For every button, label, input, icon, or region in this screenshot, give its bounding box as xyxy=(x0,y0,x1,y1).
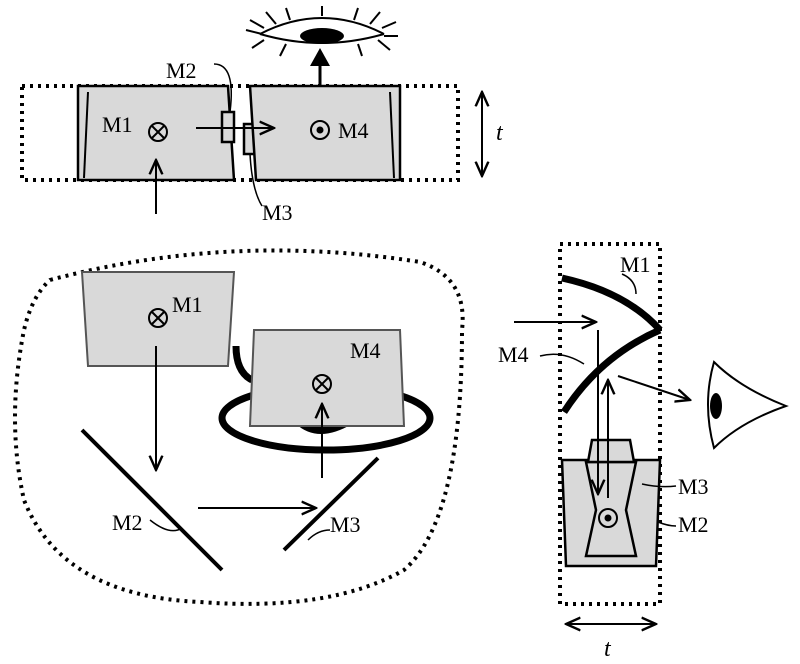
top-label-m2: M2 xyxy=(166,58,197,83)
right-m3-leader xyxy=(641,483,677,488)
left-label-m1: M1 xyxy=(172,292,203,317)
left-m3-leader xyxy=(307,529,331,541)
top-m4-block xyxy=(248,84,402,182)
right-m1-curve xyxy=(561,274,663,333)
right-label-m3: M3 xyxy=(678,474,709,499)
left-frame xyxy=(13,248,465,606)
right-eye-icon xyxy=(707,360,789,450)
top-output-arrowhead xyxy=(310,48,330,66)
right-label-m2: M2 xyxy=(678,512,709,537)
left-view: M1 M4 M2 M3 xyxy=(13,248,465,606)
top-view: M1 M4 M2 M3 t xyxy=(20,6,504,225)
left-m4-hook xyxy=(232,345,254,384)
right-m4-curve xyxy=(561,326,662,414)
top-m2-leader xyxy=(213,63,232,113)
top-label-m1: M1 xyxy=(102,112,133,137)
top-frame xyxy=(20,84,460,182)
right-view: M1 M4 M3 M2 t xyxy=(498,242,789,662)
top-m3-leader xyxy=(249,153,263,207)
right-output-arrow xyxy=(617,375,690,400)
left-m1-cross-circle-icon xyxy=(148,308,168,328)
left-m2-leader xyxy=(149,519,183,532)
left-m2-mirror xyxy=(80,428,224,572)
top-cross-circle-icon xyxy=(148,122,168,142)
top-label-t: t xyxy=(496,120,504,146)
top-eye-icon xyxy=(245,6,398,57)
right-frame xyxy=(558,242,662,606)
left-m4-cross-circle-icon xyxy=(312,374,332,394)
left-m3-mirror xyxy=(282,456,380,552)
left-label-m2: M2 xyxy=(112,510,143,535)
top-dot-circle-icon xyxy=(310,120,330,140)
left-label-m4: M4 xyxy=(350,338,381,363)
right-label-m4: M4 xyxy=(498,342,529,367)
right-m4-leader xyxy=(539,353,585,365)
top-label-m4: M4 xyxy=(338,118,369,143)
top-m4-edge xyxy=(389,91,395,179)
right-m2-leader xyxy=(657,521,677,527)
top-m1-edge xyxy=(83,91,89,179)
right-m1-leader xyxy=(621,273,637,295)
right-m3-cap xyxy=(586,438,636,464)
right-label-m1: M1 xyxy=(620,252,651,277)
right-dot-circle-icon xyxy=(598,508,618,528)
right-label-t: t xyxy=(604,636,612,662)
top-label-m3: M3 xyxy=(262,200,293,225)
left-label-m3: M3 xyxy=(330,512,361,537)
